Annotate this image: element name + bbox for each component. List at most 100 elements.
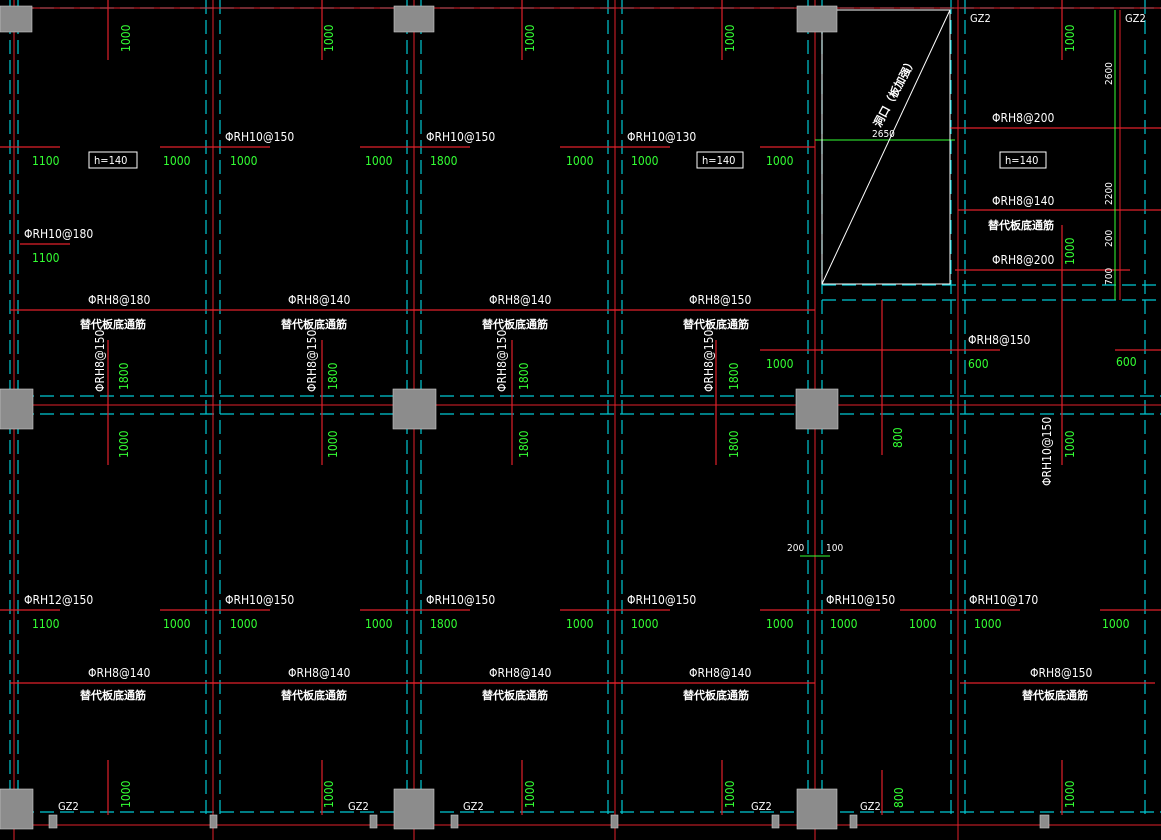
top-bar-label: ΦRH12@150 xyxy=(24,593,93,607)
small-column-3 xyxy=(369,814,378,829)
top-bar-label: ΦRH10@150 xyxy=(225,130,294,144)
small-column-8 xyxy=(1039,814,1050,829)
bottom-bar-label: ΦRH8@140 xyxy=(88,666,151,680)
length-label: 1000 xyxy=(1063,430,1077,458)
column-1 xyxy=(0,5,33,33)
top-bar-label: ΦRH10@150 xyxy=(426,593,495,607)
top-bar-labels: ΦRH10@150 ΦRH10@150 ΦRH10@130 ΦRH10@180 … xyxy=(24,111,1055,607)
column-tag: GZ2 xyxy=(860,800,881,813)
length-label: 1000 xyxy=(566,617,594,631)
column-4 xyxy=(0,388,34,430)
bottom-bar-label: ΦRH8@140 xyxy=(288,293,351,307)
length-label: 1000 xyxy=(523,24,537,52)
length-label: 1000 xyxy=(766,154,794,168)
thickness-tag: h=140 xyxy=(94,154,127,167)
column-tag: GZ2 xyxy=(348,800,369,813)
column-6 xyxy=(795,388,839,430)
thickness-tag: h=140 xyxy=(1005,154,1038,167)
column-3 xyxy=(796,5,838,33)
opening-dimensions xyxy=(800,10,1116,557)
length-label: 600 xyxy=(968,357,989,371)
top-rebar-lines xyxy=(0,0,1161,815)
top-bar-label: ΦRH10@130 xyxy=(627,130,696,144)
length-labels: 1100 1000 1000 1000 1800 1000 1000 1000 … xyxy=(32,24,1137,808)
bottom-bar-label: ΦRH8@140 xyxy=(489,293,552,307)
length-label: 800 xyxy=(891,427,905,448)
length-label: 1000 xyxy=(163,617,191,631)
small-column-4 xyxy=(450,814,459,829)
length-label: 1800 xyxy=(430,617,458,631)
bottom-bar-label: ΦRH8@180 xyxy=(88,293,151,307)
length-label: 1000 xyxy=(766,617,794,631)
length-label: 1000 xyxy=(119,780,133,808)
small-column-6 xyxy=(771,814,780,829)
column-tag: GZ2 xyxy=(463,800,484,813)
column-5 xyxy=(392,388,437,430)
dim-100: 100 xyxy=(826,543,843,554)
top-bar-label: ΦRH10@150 xyxy=(426,130,495,144)
column-2 xyxy=(393,5,435,33)
length-label: 1000 xyxy=(830,617,858,631)
length-label: 1000 xyxy=(909,617,937,631)
top-bar-label: ΦRH10@150 xyxy=(826,593,895,607)
substitute-note: 替代板底通筋 xyxy=(281,317,347,331)
dim-2200: 2200 xyxy=(1104,182,1115,205)
substitute-note: 替代板底通筋 xyxy=(482,688,548,702)
substitute-notes: 替代板底通筋 替代板底通筋 替代板底通筋 替代板底通筋 替代板底通筋 替代板底通… xyxy=(80,218,1088,702)
length-label: 1000 xyxy=(230,617,258,631)
substitute-note: 替代板底通筋 xyxy=(683,688,749,702)
column-tag: GZ2 xyxy=(970,12,991,25)
column-9 xyxy=(796,788,838,830)
small-column-7 xyxy=(849,814,858,829)
length-label: 1100 xyxy=(32,617,60,631)
top-bar-label: ΦRH10@150 xyxy=(225,593,294,607)
top-bar-label: ΦRH10@150 xyxy=(627,593,696,607)
dim-200-small: 200 xyxy=(787,543,804,554)
length-label: 1000 xyxy=(631,154,659,168)
column-tag: GZ2 xyxy=(1125,12,1146,25)
substitute-note: 替代板底通筋 xyxy=(80,688,146,702)
thickness-tags: h=140 h=140 h=140 xyxy=(88,151,1047,169)
substitute-note: 替代板底通筋 xyxy=(683,317,749,331)
length-label: 1000 xyxy=(322,780,336,808)
top-bar-label: ΦRH10@170 xyxy=(969,593,1038,607)
length-label: 1000 xyxy=(523,780,537,808)
small-column-2 xyxy=(209,814,218,829)
length-label: 1800 xyxy=(430,154,458,168)
dim-700: 700 xyxy=(1104,268,1115,285)
vertical-bar-label: ΦRH8@150 xyxy=(93,329,107,392)
substitute-note: 替代板底通筋 xyxy=(482,317,548,331)
vertical-bar-label: ΦRH10@150 xyxy=(1040,417,1054,486)
length-label: 1000 xyxy=(365,154,393,168)
top-bar-label: ΦRH8@150 xyxy=(968,333,1031,347)
top-bar-label: ΦRH8@140 xyxy=(992,194,1055,208)
dim-2650: 2650 xyxy=(872,129,895,140)
bottom-rebar-lines xyxy=(10,209,1161,684)
vertical-bar-label: ΦRH8@150 xyxy=(305,329,319,392)
vertical-bar-label: ΦRH8@150 xyxy=(702,329,716,392)
length-label: 1800 xyxy=(326,362,340,390)
length-label: 1000 xyxy=(566,154,594,168)
small-column-1 xyxy=(48,814,58,829)
columns xyxy=(0,5,1050,830)
column-8 xyxy=(393,788,435,830)
substitute-note: 替代板底通筋 xyxy=(988,218,1054,232)
small-column-5 xyxy=(610,814,619,829)
length-label: 1000 xyxy=(631,617,659,631)
length-label: 1000 xyxy=(117,430,131,458)
length-label: 1000 xyxy=(119,24,133,52)
length-label: 1000 xyxy=(1063,237,1077,265)
vertical-bar-label: ΦRH8@150 xyxy=(495,329,509,392)
vertical-bar-labels: ΦRH8@150 ΦRH8@150 ΦRH8@150 ΦRH8@150 ΦRH1… xyxy=(93,329,1054,486)
top-bar-label: ΦRH8@200 xyxy=(992,111,1055,125)
length-label: 1000 xyxy=(365,617,393,631)
length-label: 1000 xyxy=(322,24,336,52)
length-label: 1800 xyxy=(727,362,741,390)
substitute-note: 替代板底通筋 xyxy=(1022,688,1088,702)
length-label: 1800 xyxy=(117,362,131,390)
bottom-bar-label: ΦRH8@150 xyxy=(1030,666,1093,680)
column-tags: GZ2 GZ2 GZ2 GZ2 GZ2 GZ2 GZ2 xyxy=(58,12,1146,813)
length-label: 600 xyxy=(1116,355,1137,369)
